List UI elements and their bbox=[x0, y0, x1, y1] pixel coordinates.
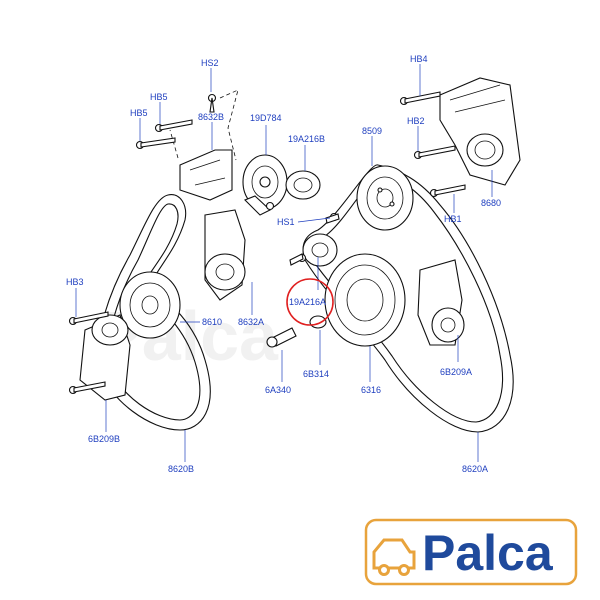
label-6b209a: 6B209A bbox=[440, 367, 472, 377]
label-8620b: 8620B bbox=[168, 464, 194, 474]
bolt-hs1 bbox=[325, 212, 340, 224]
label-6b314: 6B314 bbox=[303, 369, 329, 379]
label-8509: 8509 bbox=[362, 126, 382, 136]
label-hs1: HS1 bbox=[277, 217, 295, 227]
bolt-hb5-b bbox=[135, 137, 176, 150]
label-hs2: HS2 bbox=[201, 58, 219, 68]
label-hb4: HB4 bbox=[410, 54, 428, 64]
bolt-misc bbox=[68, 201, 307, 395]
car-icon bbox=[372, 538, 416, 576]
label-hb5-a: HB5 bbox=[150, 92, 168, 102]
highlight-circle bbox=[286, 278, 334, 326]
bolt-hs2 bbox=[207, 93, 217, 113]
bolt-hb4 bbox=[399, 91, 441, 106]
label-8610: 8610 bbox=[202, 317, 222, 327]
label-6316: 6316 bbox=[361, 385, 381, 395]
damper-6316 bbox=[324, 253, 406, 347]
label-hb5-b: HB5 bbox=[130, 108, 148, 118]
label-8632a: 8632A bbox=[238, 317, 264, 327]
pulley-19a216a bbox=[302, 233, 338, 267]
label-hb3: HB3 bbox=[66, 277, 84, 287]
pulley-8509 bbox=[356, 165, 414, 231]
label-8620a: 8620A bbox=[462, 464, 488, 474]
label-19a216a: 19A216A bbox=[289, 297, 326, 307]
bolt-hb3 bbox=[68, 311, 109, 326]
pulley-8610 bbox=[119, 271, 181, 339]
spacer-6b314 bbox=[309, 315, 327, 329]
housing-8680 bbox=[439, 77, 521, 186]
pulley-19a216b bbox=[285, 170, 321, 200]
bolt-hb1 bbox=[429, 184, 466, 198]
bolt-hb2 bbox=[413, 145, 456, 160]
label-hb2: HB2 bbox=[407, 116, 425, 126]
label-19a216b: 19A216B bbox=[288, 134, 325, 144]
label-8632b: 8632B bbox=[198, 112, 224, 122]
label-6a340: 6A340 bbox=[265, 385, 291, 395]
palca-logo: Palca bbox=[364, 518, 578, 586]
belt-8620b-inner bbox=[107, 203, 201, 421]
label-8680: 8680 bbox=[481, 198, 501, 208]
label-19d784: 19D784 bbox=[250, 113, 282, 123]
belt-8620b bbox=[97, 194, 211, 431]
bracket-8632b bbox=[179, 149, 233, 201]
bolt-hb5-a bbox=[154, 119, 193, 133]
logo-text: Palca bbox=[422, 525, 554, 581]
label-6b209b: 6B209B bbox=[88, 434, 120, 444]
label-hb1: HB1 bbox=[444, 214, 462, 224]
